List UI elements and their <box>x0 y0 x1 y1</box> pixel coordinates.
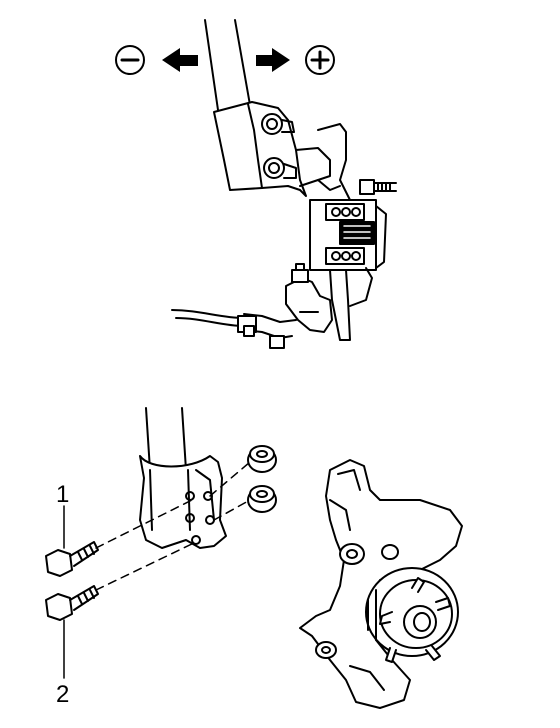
strut-bracket-upper <box>213 101 307 197</box>
strut-clamp-bracket <box>139 455 227 549</box>
arrow-right-icon <box>256 48 290 72</box>
alignment-lines <box>95 461 251 591</box>
hub-housing-upper <box>309 199 387 307</box>
knuckle-bolt-icon <box>359 179 397 195</box>
bracket-bolt-upper <box>261 113 295 135</box>
arrow-left-icon <box>162 48 198 72</box>
callout-2-label: 2 <box>56 681 69 708</box>
camber-adjustment-view <box>115 19 397 349</box>
bolt-1-icon <box>45 541 99 577</box>
nut-upper-icon <box>247 445 277 473</box>
bolt-2-icon <box>45 585 99 621</box>
strut-tube-lower <box>145 407 187 471</box>
wheel-studs <box>379 577 451 663</box>
callout-1-label: 1 <box>56 481 69 508</box>
strut-tube-upper <box>204 19 251 111</box>
bolt-removal-view <box>45 407 463 709</box>
wheel-hub <box>365 567 459 657</box>
hose-bracket-upper <box>285 263 333 333</box>
steering-knuckle <box>299 459 463 709</box>
minus-indicator <box>115 45 145 75</box>
bracket-bolt-lower <box>263 157 297 179</box>
nut-lower-icon <box>247 485 277 513</box>
plus-indicator <box>305 45 335 75</box>
brake-hose-upper <box>171 309 297 349</box>
